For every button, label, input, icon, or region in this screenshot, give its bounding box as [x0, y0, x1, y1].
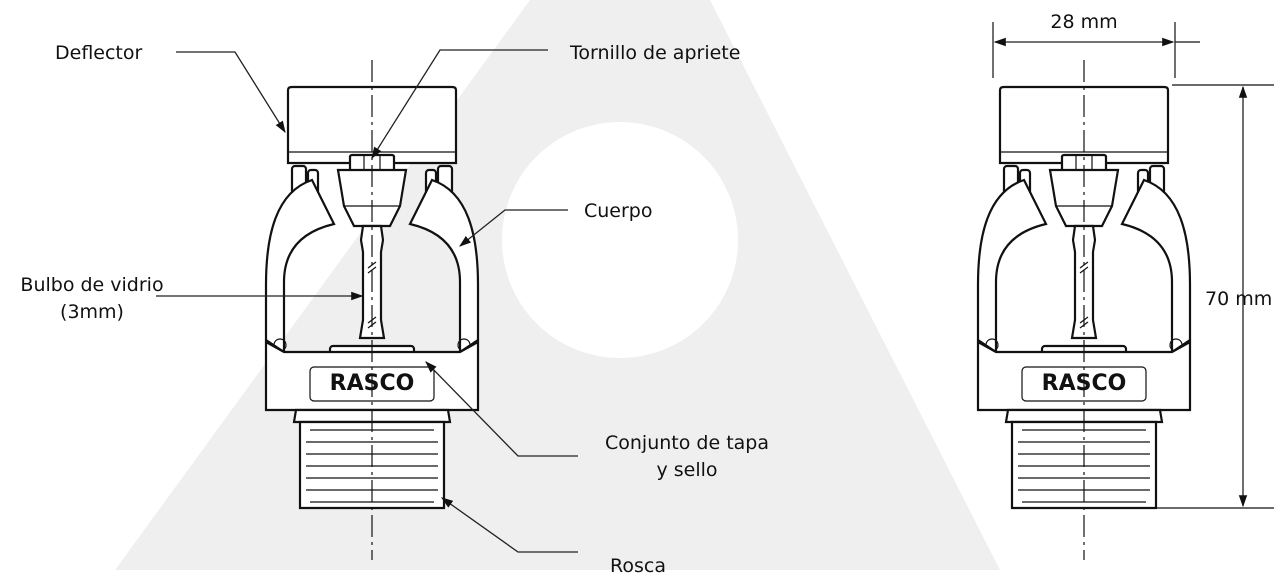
label-conjunto-line1: Conjunto de tapa — [605, 432, 769, 454]
sprinkler-front-view: RASCO — [264, 60, 480, 560]
label-bulbo-line2: (3mm) — [60, 301, 124, 323]
dimension-width — [992, 22, 1200, 78]
label-rosca: Rosca — [610, 555, 666, 577]
label-conjunto-line2: y sello — [656, 459, 717, 481]
sprinkler-side-view: RASCO — [976, 60, 1192, 560]
brand-logo-side: RASCO — [1042, 371, 1127, 396]
dimension-height-label: 70 mm — [1205, 288, 1272, 310]
callout-leaders — [156, 49, 578, 553]
watermark-logo — [115, 0, 1000, 570]
brand-logo: RASCO — [330, 371, 415, 396]
dimension-width-label: 28 mm — [1050, 11, 1117, 33]
label-tornillo: Tornillo de apriete — [569, 42, 740, 64]
label-cuerpo: Cuerpo — [584, 200, 653, 222]
dimension-height — [1150, 84, 1274, 509]
label-bulbo-line1: Bulbo de vidrio — [20, 274, 163, 296]
label-deflector: Deflector — [55, 42, 142, 64]
